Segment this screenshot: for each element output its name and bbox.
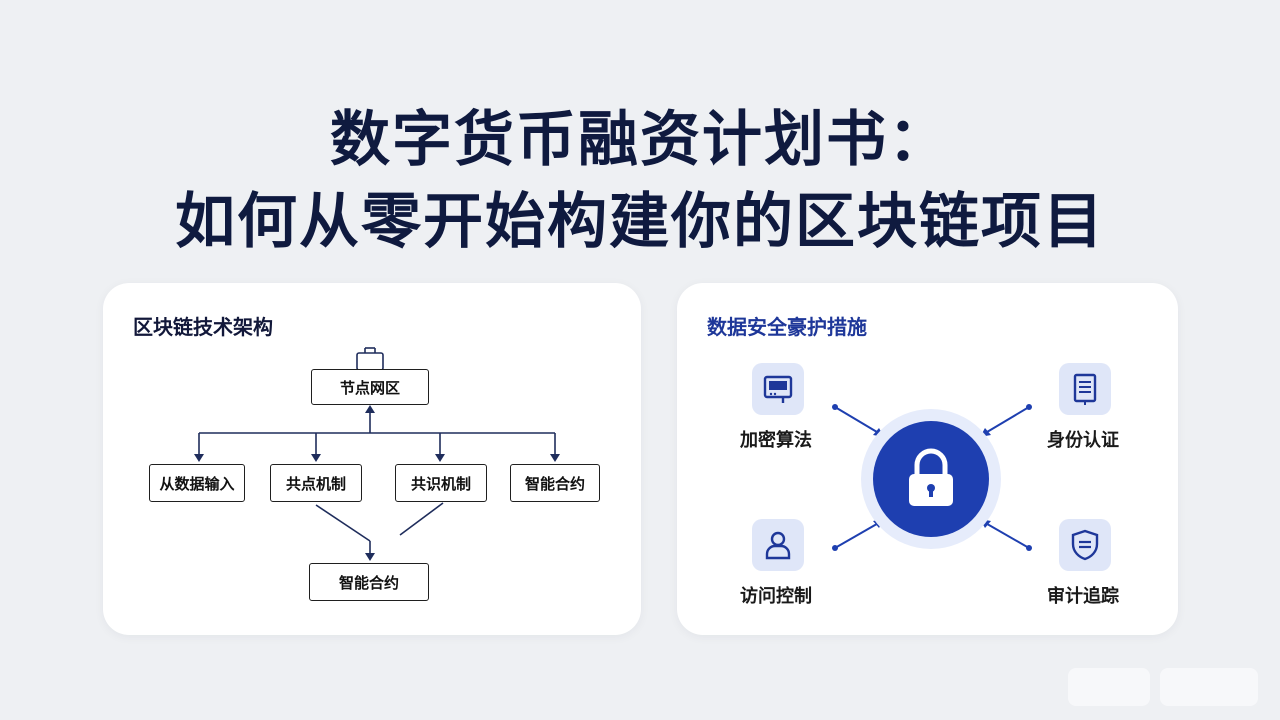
- architecture-card: 区块链技术架构: [103, 283, 641, 635]
- security-card: 数据安全豪护措施: [677, 283, 1178, 635]
- security-heading: 数据安全豪护措施: [707, 315, 867, 339]
- padlock-icon: [909, 448, 953, 506]
- page-title-line2: 如何从零开始构建你的区块链项目: [175, 187, 1105, 257]
- security-item-access: 访问控制: [740, 586, 812, 607]
- architecture-connectors: [194, 347, 560, 561]
- identity-icon-tile: [1059, 363, 1111, 415]
- document-icon: [1073, 373, 1097, 405]
- node-middle-3: 共识机制: [395, 464, 487, 502]
- security-item-identity: 身份认证: [1047, 430, 1119, 451]
- node-bottom: 智能合约: [309, 563, 429, 601]
- audit-icon-tile: [1059, 519, 1111, 571]
- node-top: 节点网区: [311, 369, 429, 405]
- node-middle-4: 智能合约: [510, 464, 600, 502]
- shield-icon: [1071, 529, 1099, 561]
- security-item-encryption: 加密算法: [740, 430, 812, 451]
- user-icon: [765, 531, 791, 560]
- security-item-audit: 审计追踪: [1047, 586, 1119, 607]
- watermark-block: [1068, 668, 1150, 706]
- page-title-line1: 数字货币融资计划书：: [330, 105, 950, 175]
- watermark-block: [1160, 668, 1258, 706]
- node-middle-1: 从数据输入: [149, 464, 245, 502]
- node-middle-2: 共点机制: [270, 464, 362, 502]
- architecture-heading: 区块链技术架构: [133, 315, 273, 339]
- security-connectors: [832, 404, 1032, 551]
- encryption-icon-tile: [752, 363, 804, 415]
- access-icon-tile: [752, 519, 804, 571]
- monitor-icon: [763, 375, 793, 403]
